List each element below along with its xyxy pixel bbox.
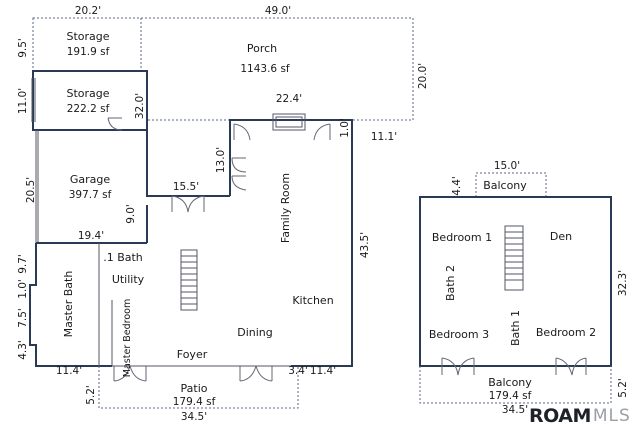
room-label-bath-1: Bath 1 bbox=[509, 310, 522, 346]
room-label-garage: Garage bbox=[70, 173, 111, 186]
patio-outline bbox=[98, 366, 299, 409]
area-storage-lower: 222.2 sf bbox=[67, 103, 110, 115]
room-label-utility: Utility bbox=[112, 273, 145, 286]
room-label-family-room: Family Room bbox=[279, 173, 292, 243]
room-label-patio: Patio bbox=[181, 382, 208, 395]
room-label-den: Den bbox=[550, 230, 572, 243]
room-label-dining: Dining bbox=[237, 326, 273, 339]
room-label-kitchen: Kitchen bbox=[292, 294, 333, 307]
stairs-main bbox=[180, 249, 198, 311]
dim-20-5: 20.5' bbox=[25, 177, 37, 203]
storage-lower-walls bbox=[32, 70, 148, 131]
area-patio: 179.4 sf bbox=[173, 396, 216, 408]
room-label-storage-upper: Storage bbox=[66, 30, 109, 43]
house-left-walls bbox=[29, 243, 112, 367]
dim-11-1: 11.1' bbox=[371, 131, 397, 143]
dim-32-0: 32.0' bbox=[134, 93, 146, 119]
dim-7-5: 7.5' bbox=[17, 308, 29, 328]
dim-22-4: 22.4' bbox=[276, 93, 302, 105]
dim-34-5-left: 34.5' bbox=[181, 411, 207, 423]
house-right-walls bbox=[229, 119, 353, 367]
dim-9-0: 9.0' bbox=[125, 204, 137, 224]
storage-upper-outline bbox=[32, 17, 142, 72]
dim-15-0: 15.0' bbox=[494, 160, 520, 172]
dim-13-0: 13.0' bbox=[215, 147, 227, 173]
room-label-balcony-bottom: Balcony bbox=[488, 376, 532, 389]
dim-11-0: 11.0' bbox=[17, 88, 29, 114]
dim-5-2-right: 5.2' bbox=[617, 378, 629, 398]
stairs-upper bbox=[504, 225, 524, 291]
room-label-master-bath: Master Bath bbox=[62, 271, 75, 338]
dim-19-4: 19.4' bbox=[78, 230, 104, 242]
dim-9-7: 9.7' bbox=[17, 254, 29, 274]
door-balcony-right bbox=[555, 357, 587, 376]
dim-11-4-left: 11.4' bbox=[56, 365, 82, 377]
balcony-top-outline bbox=[475, 172, 547, 197]
area-storage-upper: 191.9 sf bbox=[67, 46, 110, 58]
dim-20-0: 20.0' bbox=[417, 63, 429, 89]
door-garage-house bbox=[171, 195, 205, 213]
roam-mls-logo: ROAM MLS bbox=[529, 406, 631, 426]
dim-20-2: 20.2' bbox=[75, 5, 101, 17]
fireplace bbox=[272, 113, 306, 131]
area-porch: 1143.6 sf bbox=[240, 63, 290, 75]
upper-floor-walls bbox=[419, 196, 612, 367]
door-side-family bbox=[231, 157, 247, 191]
dim-3-4: 3.4' bbox=[288, 365, 308, 377]
balcony-bottom-outline bbox=[419, 366, 612, 404]
logo-main-text: ROAM bbox=[529, 405, 591, 427]
room-label-bedroom-3: Bedroom 3 bbox=[429, 328, 489, 341]
area-balcony-bottom: 179.4 sf bbox=[489, 390, 532, 402]
dim-11-4-right: 11.4' bbox=[310, 365, 336, 377]
room-label-balcony-top: Balcony bbox=[483, 179, 527, 192]
dim-43-5: 43.5' bbox=[359, 232, 371, 258]
door-front bbox=[239, 365, 273, 382]
room-label-foyer: Foyer bbox=[177, 348, 208, 361]
room-label-bath-2: Bath 2 bbox=[444, 265, 457, 301]
door-master-bedroom bbox=[113, 365, 147, 382]
porch-outline bbox=[141, 17, 414, 121]
dim-34-5-right: 34.5' bbox=[502, 404, 528, 416]
dim-4-3: 4.3' bbox=[17, 340, 29, 360]
dim-1-0-left: 1.0' bbox=[17, 279, 29, 299]
door-family-top-right bbox=[313, 123, 331, 141]
room-label-master-bedroom: Master Bedroom bbox=[122, 299, 133, 377]
room-label-bedroom-1: Bedroom 1 bbox=[432, 231, 492, 244]
door-balcony-left bbox=[441, 357, 475, 376]
door-storage bbox=[107, 117, 123, 131]
room-label-storage-lower: Storage bbox=[66, 87, 109, 100]
dim-4-4: 4.4' bbox=[451, 176, 463, 196]
dim-32-3: 32.3' bbox=[617, 270, 629, 296]
dim-9-5: 9.5' bbox=[17, 38, 29, 58]
area-garage: 397.7 sf bbox=[69, 189, 112, 201]
room-label-half-bath: .1 Bath bbox=[103, 251, 143, 264]
dim-1-0-top: 1.0' bbox=[339, 118, 351, 138]
door-family-top-left bbox=[233, 123, 251, 141]
room-label-porch: Porch bbox=[247, 42, 277, 55]
dim-5-2-left: 5.2' bbox=[85, 385, 97, 405]
room-label-bedroom-2: Bedroom 2 bbox=[536, 326, 596, 339]
dim-15-5: 15.5' bbox=[173, 181, 199, 193]
dim-49-0: 49.0' bbox=[265, 5, 291, 17]
logo-sub-text: MLS bbox=[592, 406, 631, 426]
